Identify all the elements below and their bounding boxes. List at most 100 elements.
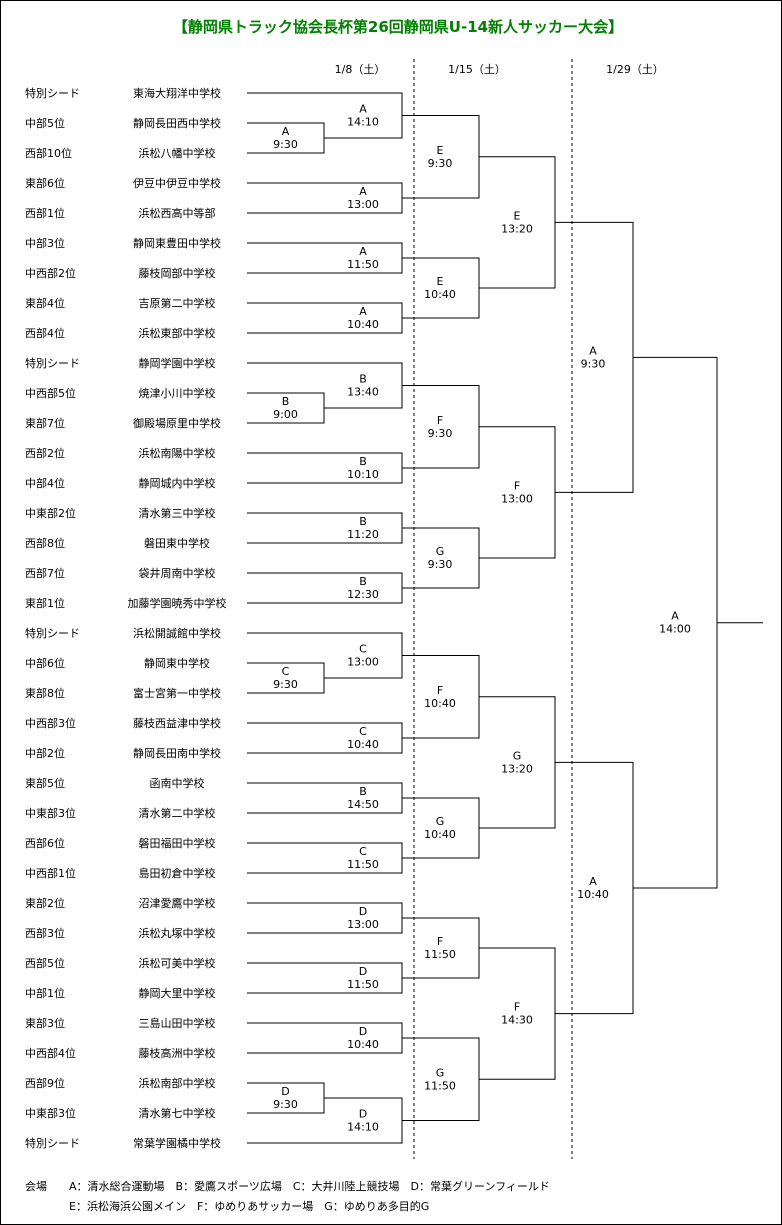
match-venue: A <box>589 344 597 357</box>
team-seed: 中西部5位 <box>25 386 76 400</box>
round-dates: 1/8（土） 1/15（土） 1/29（土） <box>335 63 664 76</box>
team-name: 浜松可美中学校 <box>139 956 216 970</box>
match-time: 9:30 <box>273 1098 298 1111</box>
match-venue: F <box>437 935 443 948</box>
match-time: 9:30 <box>428 157 453 170</box>
match-time: 10:40 <box>577 888 609 901</box>
team-seed: 東部3位 <box>25 1016 65 1030</box>
team-seed: 中西部3位 <box>25 716 76 730</box>
match-venue: F <box>514 1001 520 1014</box>
team-seed: 中東部3位 <box>25 806 76 820</box>
match-venue: D <box>359 905 367 918</box>
team-seed: 中部6位 <box>25 656 65 670</box>
date-round-2: 1/15（土） <box>448 63 506 76</box>
date-round-3: 1/29（土） <box>606 63 664 76</box>
team-seed: 西部10位 <box>25 146 72 160</box>
match-time: 13:20 <box>501 222 533 235</box>
match-time: 11:20 <box>347 528 379 541</box>
match-time: 9:30 <box>428 558 453 571</box>
team-name: 浜松西高中等部 <box>139 206 216 220</box>
match-venue: E <box>437 144 444 157</box>
legend-label: 会場 <box>25 1180 47 1193</box>
final-venue: A <box>671 610 679 623</box>
team-seed: 西部2位 <box>25 446 65 460</box>
match-time: 13:00 <box>347 656 379 669</box>
team-name: 静岡学園中学校 <box>139 356 216 370</box>
team-seed: 中部1位 <box>25 986 65 1000</box>
team-name: 静岡東豊田中学校 <box>133 236 221 250</box>
team-name: 富士宮第一中学校 <box>133 686 221 700</box>
team-name: 静岡長田西中学校 <box>133 116 221 130</box>
team-seed: 中西部1位 <box>25 866 76 880</box>
team-seed: 東部8位 <box>25 686 65 700</box>
team-name: 藤枝高洲中学校 <box>139 1046 216 1060</box>
match-time: 9:30 <box>581 357 606 370</box>
match-time: 9:30 <box>273 138 298 151</box>
match-time: 11:50 <box>424 1079 456 1092</box>
team-seed: 中西部2位 <box>25 266 76 280</box>
match-time: 10:40 <box>424 288 456 301</box>
match-venue: E <box>437 275 444 288</box>
team-seed: 中部4位 <box>25 476 65 490</box>
match-time: 13:00 <box>347 918 379 931</box>
team-name: 清水第七中学校 <box>139 1106 216 1120</box>
match-time: 14:10 <box>347 116 379 129</box>
match-venue: A <box>589 875 597 888</box>
team-seed: 中東部2位 <box>25 506 76 520</box>
match-venue: B <box>359 455 367 468</box>
team-seed: 西部3位 <box>25 926 65 940</box>
match-time: 13:40 <box>347 386 379 399</box>
match-venue: A <box>359 305 367 318</box>
team-seed: 東部6位 <box>25 176 65 190</box>
legend-line-2: E：浜松海浜公園メイン F：ゆめりあサッカー場 G：ゆめりあ多目的G <box>69 1199 429 1213</box>
match-venue: G <box>436 1066 445 1079</box>
team-name: 磐田福田中学校 <box>139 836 216 850</box>
team-seed: 西部5位 <box>25 956 65 970</box>
team-name: 浜松八幡中学校 <box>139 146 216 160</box>
team-name: 東海大翔洋中学校 <box>133 86 221 100</box>
team-seed: 中部3位 <box>25 236 65 250</box>
match-time: 9:30 <box>273 678 298 691</box>
team-seed: 西部1位 <box>25 206 65 220</box>
match-time: 10:10 <box>347 468 379 481</box>
team-seed: 特別シード <box>25 356 80 370</box>
team-name: 藤枝岡部中学校 <box>139 266 216 280</box>
match-time: 10:40 <box>347 1038 379 1051</box>
match-venue: A <box>359 185 367 198</box>
team-name: 清水第二中学校 <box>139 806 216 820</box>
match-time: 11:50 <box>347 978 379 991</box>
team-name: 加藤学園暁秀中学校 <box>128 596 227 610</box>
match-venue: A <box>359 245 367 258</box>
match-time: 11:50 <box>347 258 379 271</box>
team-seed: 特別シード <box>25 626 80 640</box>
team-seed: 東部5位 <box>25 776 65 790</box>
team-name: 浜松開誠館中学校 <box>133 626 221 640</box>
match-venue: D <box>359 1025 367 1038</box>
match-venue: A <box>359 103 367 116</box>
match-labels: A9:30B9:00C9:30D9:30A14:10A13:00A11:50A1… <box>273 103 691 1134</box>
match-venue: B <box>359 373 367 386</box>
match-time: 9:00 <box>273 408 298 421</box>
match-venue: B <box>359 785 367 798</box>
match-venue: F <box>514 479 520 492</box>
match-venue: G <box>436 545 445 558</box>
match-venue: B <box>359 515 367 528</box>
team-name: 清水第三中学校 <box>139 506 216 520</box>
match-time: 14:50 <box>347 798 379 811</box>
team-name: 常葉学園橘中学校 <box>133 1136 221 1150</box>
team-name: 函南中学校 <box>150 776 205 790</box>
team-seed: 西部6位 <box>25 836 65 850</box>
team-name: 静岡東中学校 <box>144 656 210 670</box>
team-seed: 中西部4位 <box>25 1046 76 1060</box>
match-venue: C <box>359 845 367 858</box>
team-seed: 東部4位 <box>25 296 65 310</box>
match-time: 10:40 <box>347 738 379 751</box>
match-venue: D <box>359 965 367 978</box>
match-time: 10:40 <box>424 828 456 841</box>
team-name: 磐田東中学校 <box>144 536 210 550</box>
legend-line-1: A：清水総合運動場 B：愛鷹スポーツ広場 C：大井川陸上競技場 D：常葉グリーン… <box>69 1179 550 1193</box>
match-time: 13:20 <box>501 762 533 775</box>
team-seed: 東部2位 <box>25 896 65 910</box>
